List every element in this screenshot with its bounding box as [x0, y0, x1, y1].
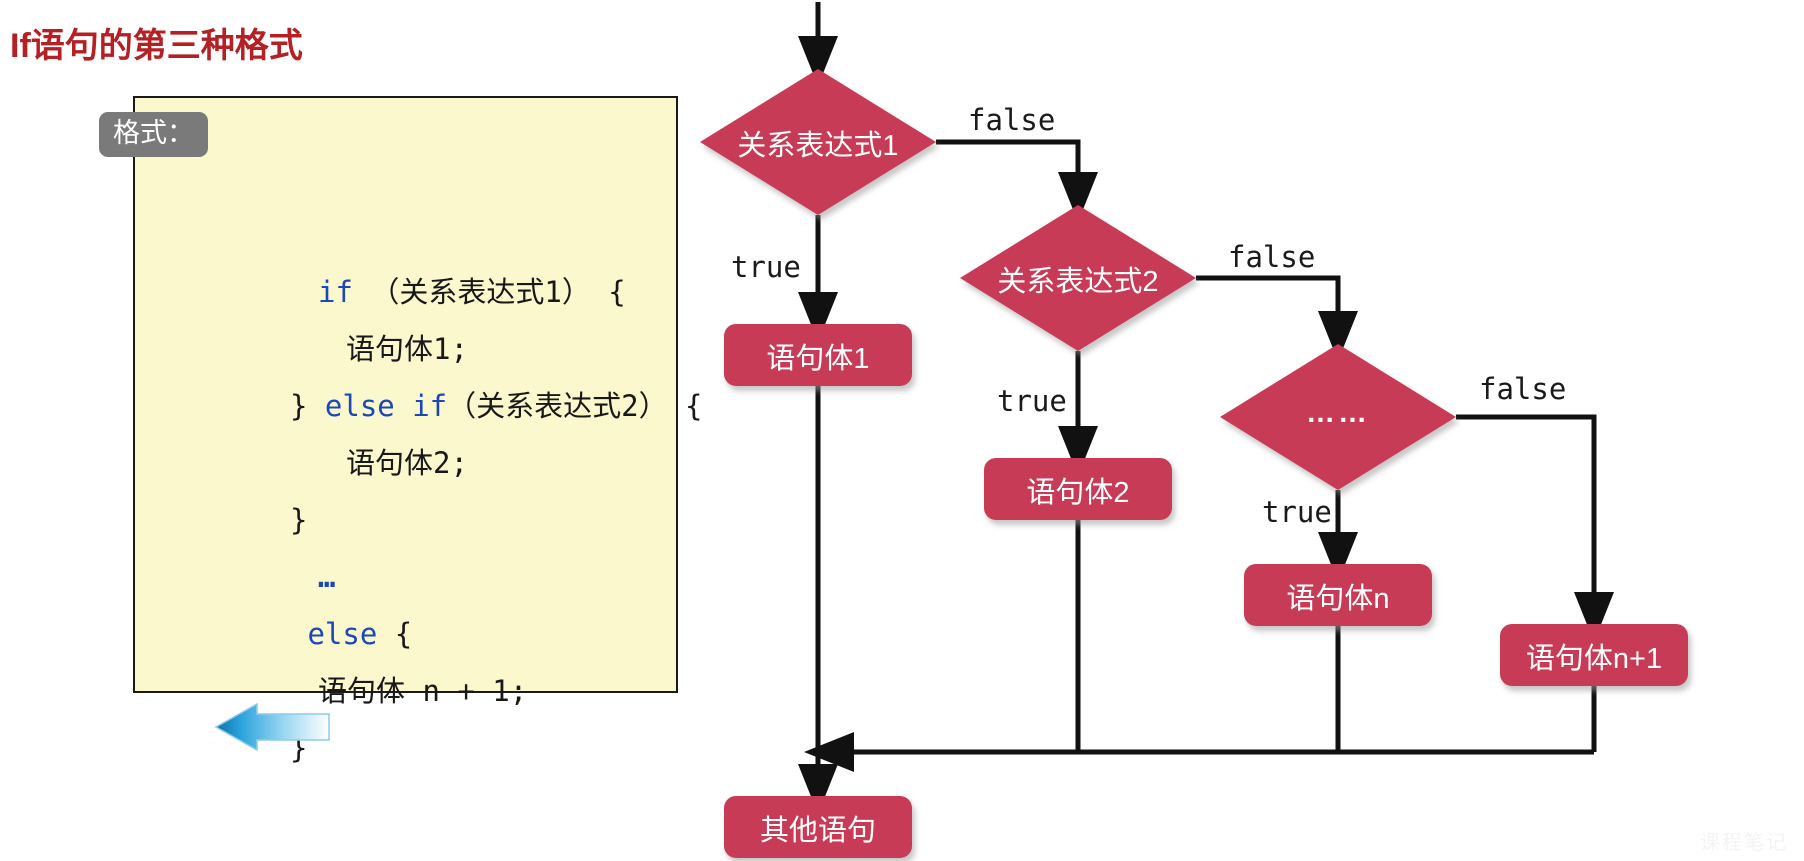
edge-label: false: [1479, 372, 1567, 406]
code-line: }: [290, 492, 810, 549]
code-line: else {: [290, 606, 810, 663]
watermark: 课程笔记: [1700, 832, 1788, 854]
code-line: 语句体 n + 1;: [290, 663, 810, 720]
code-line: …: [290, 549, 810, 606]
flow-node-cond2: [960, 205, 1196, 351]
page-title: If语句的第三种格式: [10, 27, 303, 65]
code-line: 语句体2;: [290, 435, 810, 492]
code-line: 语句体1;: [290, 321, 810, 378]
flow-edges: [798, 2, 1614, 815]
code-token: …: [318, 560, 337, 594]
format-badge: 格式：: [99, 112, 208, 158]
edge-condn-false: [1456, 414, 1614, 643]
edge-label: false: [1228, 240, 1316, 274]
code-line: if （关系表达式1） {: [290, 264, 810, 321]
flow-shapes: [700, 69, 1688, 858]
code-format-panel: if （关系表达式1） { 语句体1;} else if（关系表达式2） { 语句体…: [133, 96, 703, 765]
code-token: （关系表达式1） {: [352, 275, 626, 309]
edge-label: true: [731, 250, 801, 284]
flow-node-body1: [724, 324, 912, 386]
edge-label: false: [968, 103, 1056, 137]
code-token: else: [307, 617, 378, 651]
code-token: }: [290, 503, 308, 537]
code-token: {: [377, 617, 413, 651]
code-token: if: [318, 275, 353, 309]
code-token: 语句体 n + 1;: [318, 674, 528, 708]
edge-label: true: [997, 384, 1067, 418]
flow-node-bodyn1: [1500, 624, 1688, 686]
flow-node-other: [724, 796, 912, 858]
blue-left-arrow-icon: [213, 702, 331, 752]
code-token: 语句体1;: [346, 332, 468, 366]
code-line: } else if（关系表达式2） {: [290, 378, 810, 435]
edge-cond1-false: [936, 139, 1098, 223]
code-token: else if: [324, 389, 448, 423]
flow-node-condn: [1220, 344, 1456, 490]
flow-node-bodyn: [1244, 564, 1432, 626]
code-token: （关系表达式2） {: [447, 389, 703, 423]
flow-node-body2: [984, 458, 1172, 520]
edge-label: true: [1262, 495, 1332, 529]
edge-cond2-false: [1196, 275, 1358, 362]
flow-node-cond1: [700, 69, 936, 215]
code-block: if （关系表达式1） {语句体1;} else if（关系表达式2） {语句体…: [290, 264, 810, 777]
code-token: 语句体2;: [346, 446, 468, 480]
code-token: }: [290, 389, 325, 423]
